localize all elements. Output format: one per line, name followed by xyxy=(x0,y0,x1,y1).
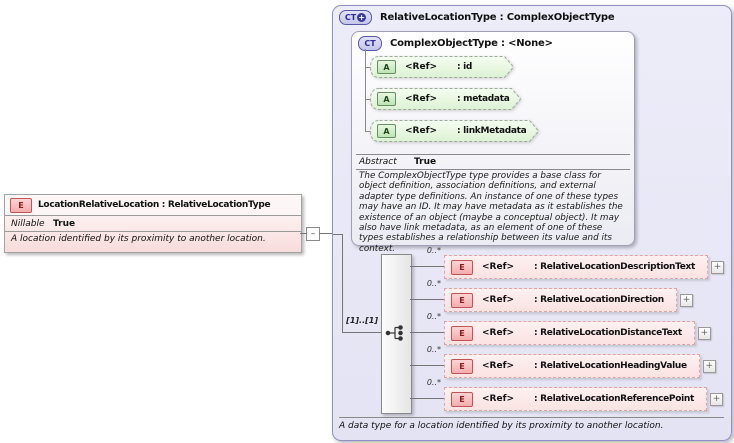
attribute-ref-content: A <Ref> : metadata xyxy=(370,88,521,110)
occurs-label: 0..* xyxy=(426,345,441,354)
element-ref-row[interactable]: E <Ref> : RelativeLocationHeadingValue + xyxy=(444,354,716,378)
connector-line xyxy=(410,365,444,366)
element-ref-row[interactable]: E <Ref> : RelativeLocationReferencePoint… xyxy=(444,387,724,411)
collapse-icon[interactable]: – xyxy=(306,227,320,241)
element-badge: E xyxy=(451,358,473,374)
divider xyxy=(5,215,301,216)
ref-label: <Ref> xyxy=(482,361,515,371)
complex-type-box[interactable]: CT + RelativeLocationType : ComplexObjec… xyxy=(332,5,732,441)
type-annotation: A data type for a location identified by… xyxy=(339,421,664,431)
complex-type-header: CT + RelativeLocationType : ComplexObjec… xyxy=(339,10,615,25)
ref-label: <Ref> xyxy=(482,295,515,305)
expand-icon[interactable]: + xyxy=(710,392,724,406)
complex-type-badge: CT + xyxy=(339,10,372,25)
element-badge: E xyxy=(451,292,473,308)
connector-line xyxy=(319,233,341,234)
divider xyxy=(5,231,301,232)
element-ref-row[interactable]: E <Ref> : RelativeLocationDescriptionTex… xyxy=(444,255,725,279)
attribute-badge: A xyxy=(377,124,396,138)
attribute-ref-content: A <Ref> : id xyxy=(370,56,514,78)
occurs-label: 0..* xyxy=(426,312,441,321)
element-ref-row[interactable]: E <Ref> : RelativeLocationDirection + xyxy=(444,288,693,312)
connector-line xyxy=(333,234,342,235)
element-ref-tag[interactable]: E <Ref> : RelativeLocationHeadingValue xyxy=(444,354,700,378)
ref-label: <Ref> xyxy=(482,262,515,272)
base-type-header: CT ComplexObjectType : <None> xyxy=(358,36,553,51)
attribute-name: : id xyxy=(457,62,473,72)
element-ref-tag[interactable]: E <Ref> : RelativeLocationDescriptionTex… xyxy=(444,255,709,279)
attribute-name: : metadata xyxy=(457,94,510,104)
element-name: : RelativeLocationDirection xyxy=(534,295,664,305)
expand-icon[interactable]: + xyxy=(702,359,716,373)
nillable-row: Nillable True xyxy=(5,216,301,231)
expand-icon[interactable]: + xyxy=(679,293,693,307)
base-type-title: ComplexObjectType : <None> xyxy=(390,38,553,49)
abstract-row: Abstract True xyxy=(359,155,436,169)
element-name: : RelativeLocationDistanceText xyxy=(534,328,682,338)
divider xyxy=(339,417,724,418)
attribute-ref-content: A <Ref> : linkMetadata xyxy=(370,120,539,142)
element-name: : RelativeLocationReferencePoint xyxy=(534,394,695,404)
element-declaration-title: LocationRelativeLocation : RelativeLocat… xyxy=(38,200,271,210)
attribute-badge: A xyxy=(377,60,396,74)
sequence-icon xyxy=(385,325,403,341)
base-type-box[interactable]: CT ComplexObjectType : <None> A <Ref> : … xyxy=(351,31,635,254)
divider xyxy=(356,154,630,155)
attribute-ref-row[interactable]: A <Ref> : linkMetadata xyxy=(370,120,539,142)
element-name: : RelativeLocationDescriptionText xyxy=(534,262,696,272)
property-value: True xyxy=(414,157,437,167)
connector-line xyxy=(410,266,444,267)
connector-line xyxy=(342,234,343,333)
connector-line xyxy=(410,299,444,300)
element-declaration-box[interactable]: E LocationRelativeLocation : RelativeLoc… xyxy=(4,194,302,253)
cardinality-label: [1]..[1] xyxy=(346,316,378,325)
occurs-label: 0..* xyxy=(426,378,441,387)
element-ref-tag[interactable]: E <Ref> : RelativeLocationDirection xyxy=(444,288,677,312)
badge-text: CT xyxy=(344,13,357,22)
property-value: True xyxy=(53,218,76,229)
element-ref-tag[interactable]: E <Ref> : RelativeLocationReferencePoint xyxy=(444,387,708,411)
plus-icon: + xyxy=(357,13,367,22)
attribute-tag-shape xyxy=(370,56,514,78)
divider xyxy=(356,169,630,170)
element-badge: E xyxy=(451,259,473,275)
connector-line xyxy=(342,332,381,333)
element-badge: E xyxy=(10,197,32,213)
element-badge: E xyxy=(451,325,473,341)
sequence-compositor[interactable] xyxy=(381,254,412,414)
element-name: : RelativeLocationHeadingValue xyxy=(534,361,687,371)
ref-label: <Ref> xyxy=(482,394,515,404)
connector-line xyxy=(300,233,306,234)
attribute-tag-shape xyxy=(370,88,521,110)
base-type-badge: CT xyxy=(358,36,382,51)
connector-line xyxy=(365,99,371,100)
ref-label: <Ref> xyxy=(405,126,438,136)
base-type-annotation: The ComplexObjectType type provides a ba… xyxy=(359,171,623,254)
attribute-badge: A xyxy=(377,92,396,106)
element-declaration-header: E LocationRelativeLocation : RelativeLoc… xyxy=(5,195,301,215)
ref-label: <Ref> xyxy=(405,62,438,72)
connector-line xyxy=(410,332,444,333)
connector-line xyxy=(410,398,444,399)
element-ref-tag[interactable]: E <Ref> : RelativeLocationDistanceText xyxy=(444,321,695,345)
ref-label: <Ref> xyxy=(482,328,515,338)
attribute-ref-row[interactable]: A <Ref> : id xyxy=(370,56,514,78)
property-name: Nillable xyxy=(11,218,45,229)
expand-icon[interactable]: + xyxy=(697,326,711,340)
property-name: Abstract xyxy=(359,157,397,167)
connector-line xyxy=(365,49,366,132)
occurs-label: 0..* xyxy=(426,279,441,288)
connector-line xyxy=(365,67,371,68)
attribute-tag-shape xyxy=(370,120,539,142)
occurs-label: 0..* xyxy=(426,246,441,255)
connector-line xyxy=(365,131,371,132)
element-annotation: A location identified by its proximity t… xyxy=(11,234,266,244)
element-ref-row[interactable]: E <Ref> : RelativeLocationDistanceText + xyxy=(444,321,711,345)
ref-label: <Ref> xyxy=(405,94,438,104)
complex-type-title: RelativeLocationType : ComplexObjectType xyxy=(380,12,615,23)
attribute-ref-row[interactable]: A <Ref> : metadata xyxy=(370,88,521,110)
attribute-name: : linkMetadata xyxy=(457,126,527,136)
element-badge: E xyxy=(451,391,473,407)
expand-icon[interactable]: + xyxy=(711,260,725,274)
